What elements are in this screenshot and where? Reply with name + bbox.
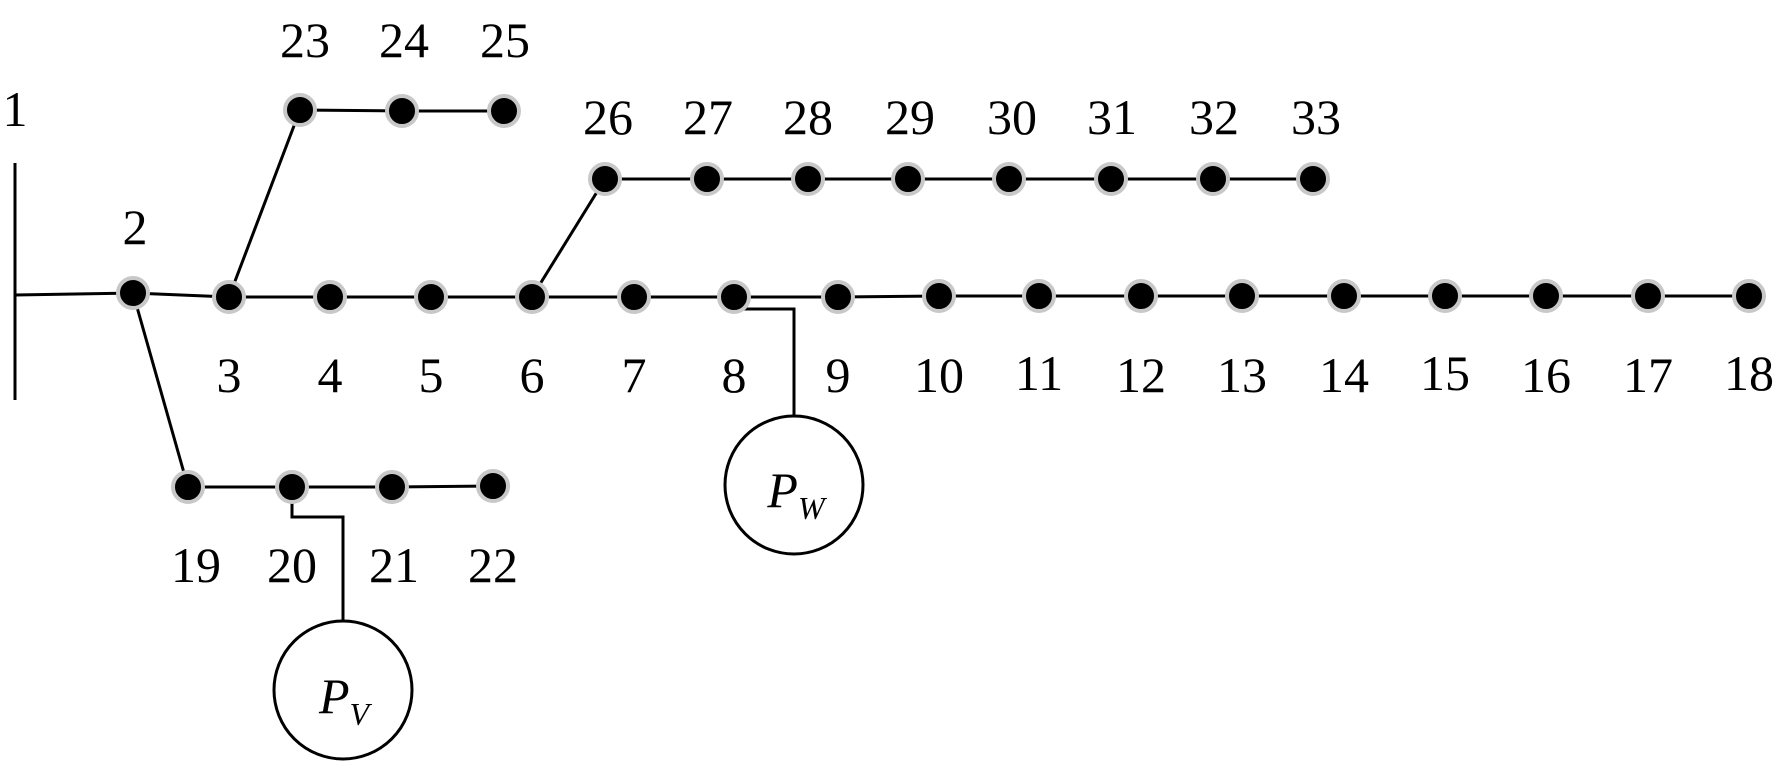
- bus-node-10: [922, 279, 956, 313]
- bus-label-4: 4: [318, 347, 343, 403]
- bus-node-11: [1022, 279, 1056, 313]
- bus-node-8: [717, 280, 751, 314]
- branch-23-24: [299, 108, 403, 113]
- generator-symbol-8: [723, 414, 865, 556]
- branch-lines: [13, 108, 1749, 489]
- bus-node-24: [385, 94, 419, 128]
- generator-label-8: PW: [766, 462, 828, 526]
- generator-connector-20: [290, 499, 345, 620]
- bus-label-22: 22: [468, 537, 518, 593]
- bus-node-3: [212, 280, 246, 314]
- branch-6-26: [530, 178, 607, 298]
- bus-node-12: [1124, 279, 1158, 313]
- bus-label-25: 25: [480, 12, 530, 68]
- bus-label-29: 29: [885, 89, 935, 145]
- bus-label-2: 2: [123, 199, 148, 255]
- bus-label-5: 5: [419, 347, 444, 403]
- bus-node-25: [487, 94, 521, 128]
- bus-node-9: [821, 280, 855, 314]
- source-bus-label: 1: [3, 81, 28, 137]
- bus-label-8: 8: [722, 347, 747, 403]
- bus-label-14: 14: [1319, 347, 1369, 403]
- bus-label-20: 20: [267, 537, 317, 593]
- bus-node-22: [476, 469, 510, 503]
- bus-node-29: [891, 162, 925, 196]
- branch-2-19: [131, 292, 190, 488]
- bus-label-30: 30: [987, 89, 1037, 145]
- bus-node-26: [588, 162, 622, 196]
- bus-label-27: 27: [683, 89, 733, 145]
- bus-label-9: 9: [826, 347, 851, 403]
- bus-label-13: 13: [1217, 347, 1267, 403]
- bus-node-23: [283, 93, 317, 127]
- bus-label-18: 18: [1724, 345, 1774, 401]
- bus-node-19: [171, 470, 205, 504]
- bus-node-6: [515, 280, 549, 314]
- bus-label-33: 33: [1291, 89, 1341, 145]
- bus-node-16: [1529, 279, 1563, 313]
- bus-node-2: [116, 276, 150, 310]
- bus-node-32: [1196, 162, 1230, 196]
- bus-node-28: [791, 162, 825, 196]
- bus-node-33: [1296, 162, 1330, 196]
- bus-node-30: [992, 162, 1026, 196]
- generator-label-20: PV: [318, 668, 373, 732]
- bus-label-23: 23: [280, 12, 330, 68]
- bus-node-20: [275, 470, 309, 504]
- branch-3-23: [227, 109, 302, 298]
- bus-label-24: 24: [379, 12, 429, 68]
- bus-node-18: [1732, 279, 1766, 313]
- bus-label-28: 28: [783, 89, 833, 145]
- bus-nodes: [116, 93, 1766, 504]
- bus-label-3: 3: [217, 347, 242, 403]
- bus-node-15: [1428, 279, 1462, 313]
- bus-label-12: 12: [1116, 347, 1166, 403]
- bus-node-21: [375, 470, 409, 504]
- bus-label-6: 6: [520, 347, 545, 403]
- bus-node-14: [1327, 279, 1361, 313]
- bus-node-5: [414, 280, 448, 314]
- bus-label-16: 16: [1521, 347, 1571, 403]
- bus-label-32: 32: [1189, 89, 1239, 145]
- bus-label-19: 19: [171, 537, 221, 593]
- bus-node-7: [617, 280, 651, 314]
- bus-node-4: [313, 280, 347, 314]
- generator-symbol-20: [272, 619, 414, 761]
- bus-label-15: 15: [1420, 345, 1470, 401]
- bus-node-27: [690, 162, 724, 196]
- bus-label-31: 31: [1087, 89, 1137, 145]
- bus-label-26: 26: [583, 89, 633, 145]
- bus-node-13: [1225, 279, 1259, 313]
- bus-label-7: 7: [622, 347, 647, 403]
- bus-label-10: 10: [914, 347, 964, 403]
- branch-1-2: [14, 291, 134, 297]
- generators: PW PV: [272, 307, 865, 761]
- bus-label-21: 21: [369, 537, 419, 593]
- bus-node-17: [1631, 279, 1665, 313]
- bus-label-11: 11: [1015, 345, 1063, 401]
- bus-label-17: 17: [1623, 347, 1673, 403]
- bus-node-31: [1094, 162, 1128, 196]
